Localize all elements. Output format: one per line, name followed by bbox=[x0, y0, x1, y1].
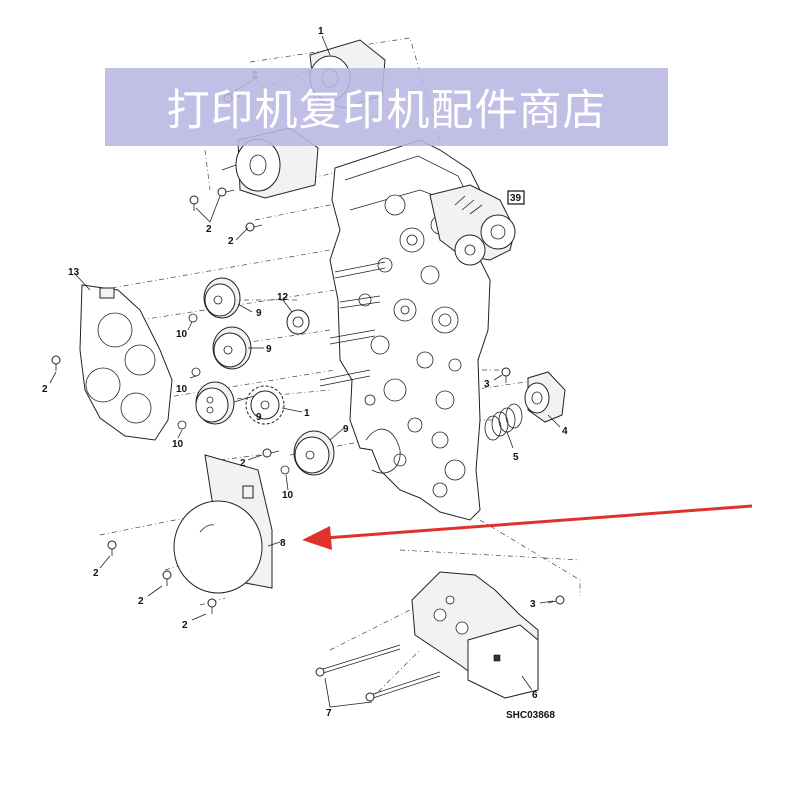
long-screw bbox=[365, 671, 441, 702]
clutch-unit-1 bbox=[203, 277, 241, 319]
screw bbox=[217, 187, 235, 197]
screw bbox=[162, 570, 172, 586]
callout-6: 6 bbox=[532, 690, 538, 701]
motor-unit-6 bbox=[411, 571, 539, 699]
gear-wheel-1 bbox=[245, 385, 285, 425]
screw bbox=[262, 448, 280, 458]
clutch-unit-2 bbox=[212, 326, 252, 370]
left-bracket-13 bbox=[79, 284, 173, 441]
screw bbox=[547, 595, 565, 605]
callout-9: 9 bbox=[256, 412, 262, 423]
callout-39-box bbox=[507, 190, 525, 205]
screw bbox=[189, 195, 199, 211]
callout-9: 9 bbox=[343, 424, 349, 435]
callout-10: 10 bbox=[176, 384, 188, 395]
screw bbox=[51, 355, 61, 371]
drawing-code: SHC03868 bbox=[506, 710, 555, 721]
arrow-head bbox=[302, 526, 332, 550]
clutch-unit-3 bbox=[195, 381, 235, 425]
red-pointer-arrow bbox=[302, 504, 753, 550]
watermark-banner: 打印机复印机配件商店 bbox=[105, 68, 668, 146]
callout-labels: 1 2 2 2 39 13 12 9 9 9 9 10 10 10 10 1 2… bbox=[42, 26, 568, 721]
clutch-unit-4 bbox=[293, 430, 335, 476]
callout-1: 1 bbox=[318, 26, 324, 37]
callout-5: 5 bbox=[513, 452, 519, 463]
callout-3: 3 bbox=[530, 599, 536, 610]
callout-9: 9 bbox=[256, 308, 262, 319]
callout-3: 3 bbox=[484, 379, 490, 390]
screw bbox=[501, 367, 511, 383]
callout-13: 13 bbox=[68, 267, 80, 278]
main-frame-chassis bbox=[319, 139, 516, 521]
spring-5 bbox=[484, 403, 523, 441]
callout-9: 9 bbox=[266, 344, 272, 355]
arrow-shaft bbox=[324, 504, 753, 540]
callout-12: 12 bbox=[277, 292, 289, 303]
callout-10: 10 bbox=[282, 490, 294, 501]
right-side-parts bbox=[484, 371, 566, 441]
callout-4: 4 bbox=[562, 426, 568, 437]
drive-motor-8 bbox=[173, 454, 273, 594]
callout-7: 7 bbox=[326, 708, 332, 719]
bearing-12 bbox=[286, 309, 310, 335]
long-screw bbox=[315, 644, 401, 677]
callout-2: 2 bbox=[42, 384, 48, 395]
gear-part-4 bbox=[524, 371, 566, 423]
callout-10: 10 bbox=[176, 329, 188, 340]
screw bbox=[107, 540, 117, 556]
callout-10: 10 bbox=[172, 439, 184, 450]
callout-2: 2 bbox=[228, 236, 234, 247]
screw bbox=[207, 598, 217, 614]
callout-1: 1 bbox=[304, 408, 310, 419]
screw bbox=[245, 222, 263, 232]
clutch-units bbox=[195, 277, 335, 476]
leader-lines bbox=[49, 35, 561, 708]
callout-39: 39 bbox=[510, 193, 522, 204]
gear-assembly-39 bbox=[429, 184, 516, 266]
callout-2: 2 bbox=[138, 596, 144, 607]
callout-2: 2 bbox=[93, 568, 99, 579]
callout-8: 8 bbox=[280, 538, 286, 549]
e-rings bbox=[177, 313, 290, 475]
callout-2: 2 bbox=[240, 458, 246, 469]
callout-2: 2 bbox=[182, 620, 188, 631]
callout-2: 2 bbox=[206, 224, 212, 235]
